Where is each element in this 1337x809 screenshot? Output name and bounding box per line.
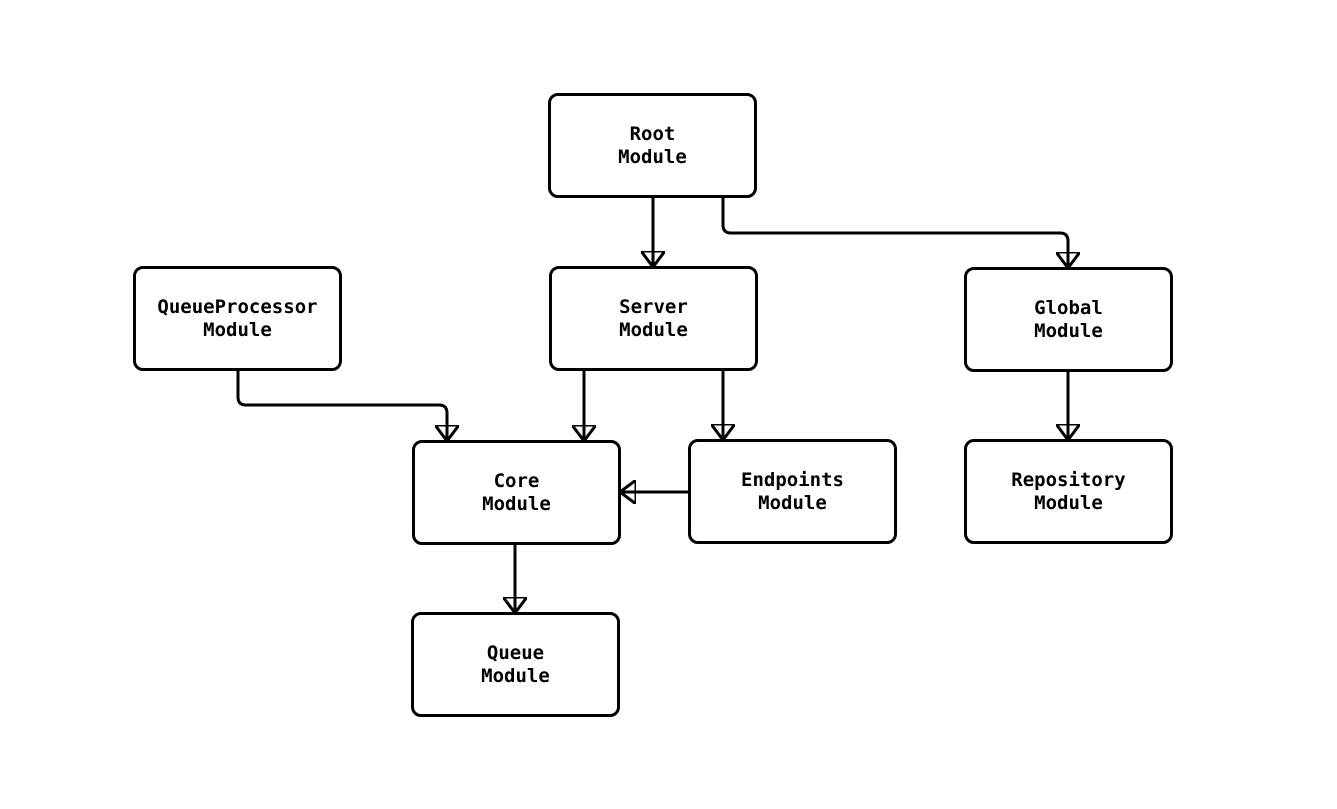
edge-queueprocessor-to-core — [236, 371, 447, 440]
node-queueprocessor-module-line2: Module — [203, 318, 272, 341]
node-core-module-line2: Module — [482, 492, 551, 515]
node-queueprocessor-module-line1: QueueProcessor — [157, 295, 318, 318]
edge-root-to-global — [721, 198, 1068, 267]
node-endpoints-module-line2: Module — [758, 491, 827, 514]
node-endpoints-module-line1: Endpoints — [741, 468, 844, 491]
node-server-module-line1: Server — [619, 295, 688, 318]
node-global-module-line2: Module — [1034, 319, 1103, 342]
node-root-module-line2: Module — [618, 145, 687, 168]
node-root-module-line1: Root — [629, 122, 676, 145]
node-server-module-line2: Module — [619, 318, 688, 341]
node-queue-module-line2: Module — [481, 664, 550, 687]
node-repository-module-line1: Repository — [1011, 468, 1126, 491]
node-core-module-line1: Core — [493, 469, 540, 492]
node-queue-module-line1: Queue — [486, 641, 545, 664]
node-repository-module-line2: Module — [1034, 491, 1103, 514]
node-global-module-line1: Global — [1034, 296, 1103, 319]
